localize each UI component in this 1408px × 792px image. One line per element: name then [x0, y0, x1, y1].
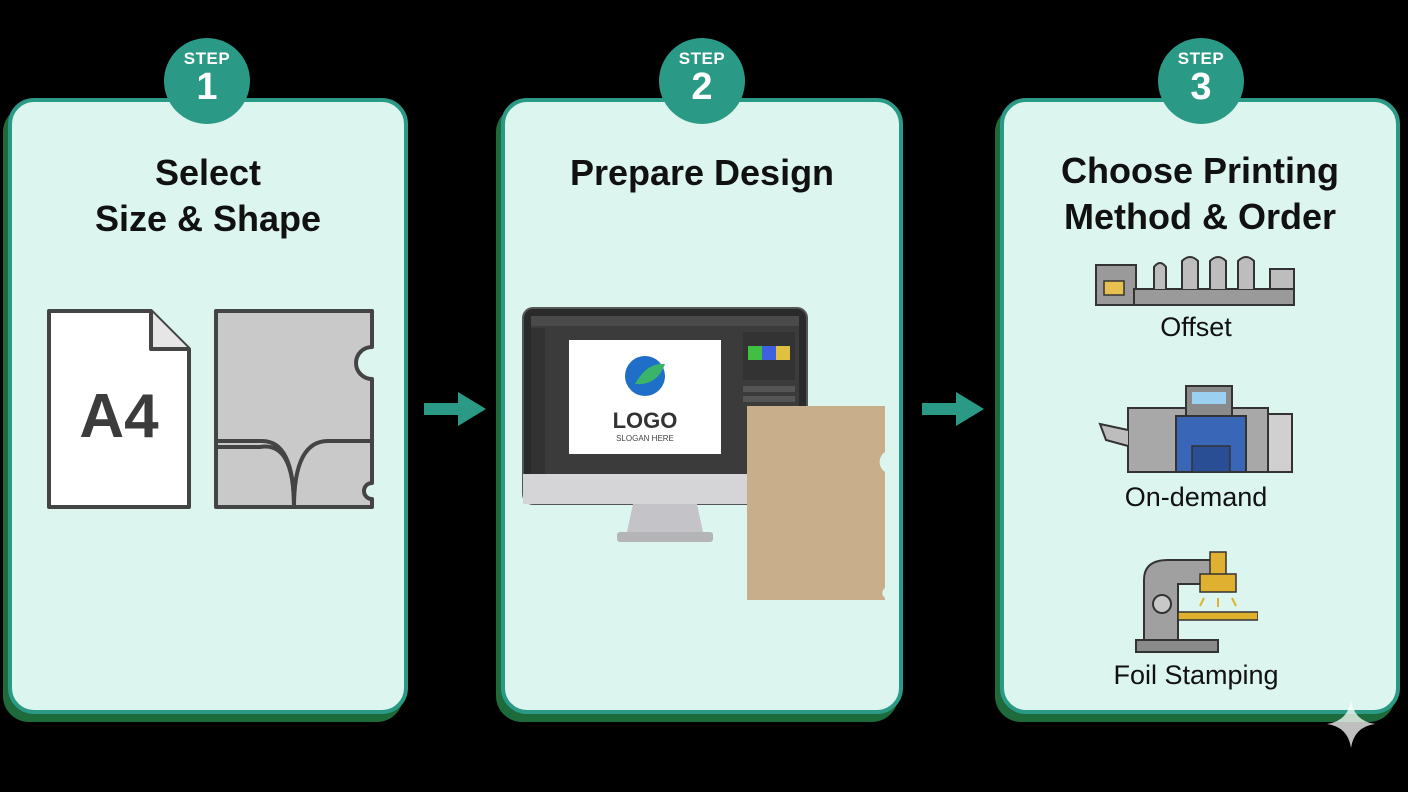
step-1-card: Select Size & Shape A4	[8, 98, 408, 714]
step-3-badge: STEP 3	[1158, 38, 1244, 124]
document-a4-icon: A4	[47, 309, 191, 509]
method-label-on-demand: On-demand	[1124, 482, 1268, 512]
digital-printer-icon	[1098, 385, 1293, 473]
foil-stamping-icon	[1135, 551, 1258, 653]
kraft-folder-icon	[747, 406, 885, 600]
method-label-offset: Offset	[1160, 312, 1232, 342]
sparkle-icon	[1327, 700, 1375, 748]
folder-shape-icon	[214, 309, 374, 509]
method-label-foil-stamping: Foil Stamping	[1113, 660, 1279, 690]
monitor-icon: LOGO SLOGAN HERE	[522, 307, 808, 542]
logo-text: LOGO	[613, 408, 678, 433]
arrow-right-icon	[424, 392, 486, 426]
step-3-card: Choose Printing Method & Order Offset On…	[1000, 98, 1400, 714]
step-1-title: Select Size & Shape	[94, 152, 322, 239]
slogan-text: SLOGAN HERE	[616, 434, 674, 443]
step-2-title: Prepare Design	[569, 152, 835, 193]
step-2-card: Prepare Design LOGO SLOGAN HERE	[501, 98, 903, 714]
step-1-badge: STEP 1	[164, 38, 250, 124]
a4-text: A4	[79, 382, 159, 451]
step-3-title: Choose Printing Method & Order	[1061, 150, 1339, 237]
offset-press-icon	[1095, 256, 1295, 306]
arrow-right-icon	[922, 392, 984, 426]
step-2-badge: STEP 2	[659, 38, 745, 124]
